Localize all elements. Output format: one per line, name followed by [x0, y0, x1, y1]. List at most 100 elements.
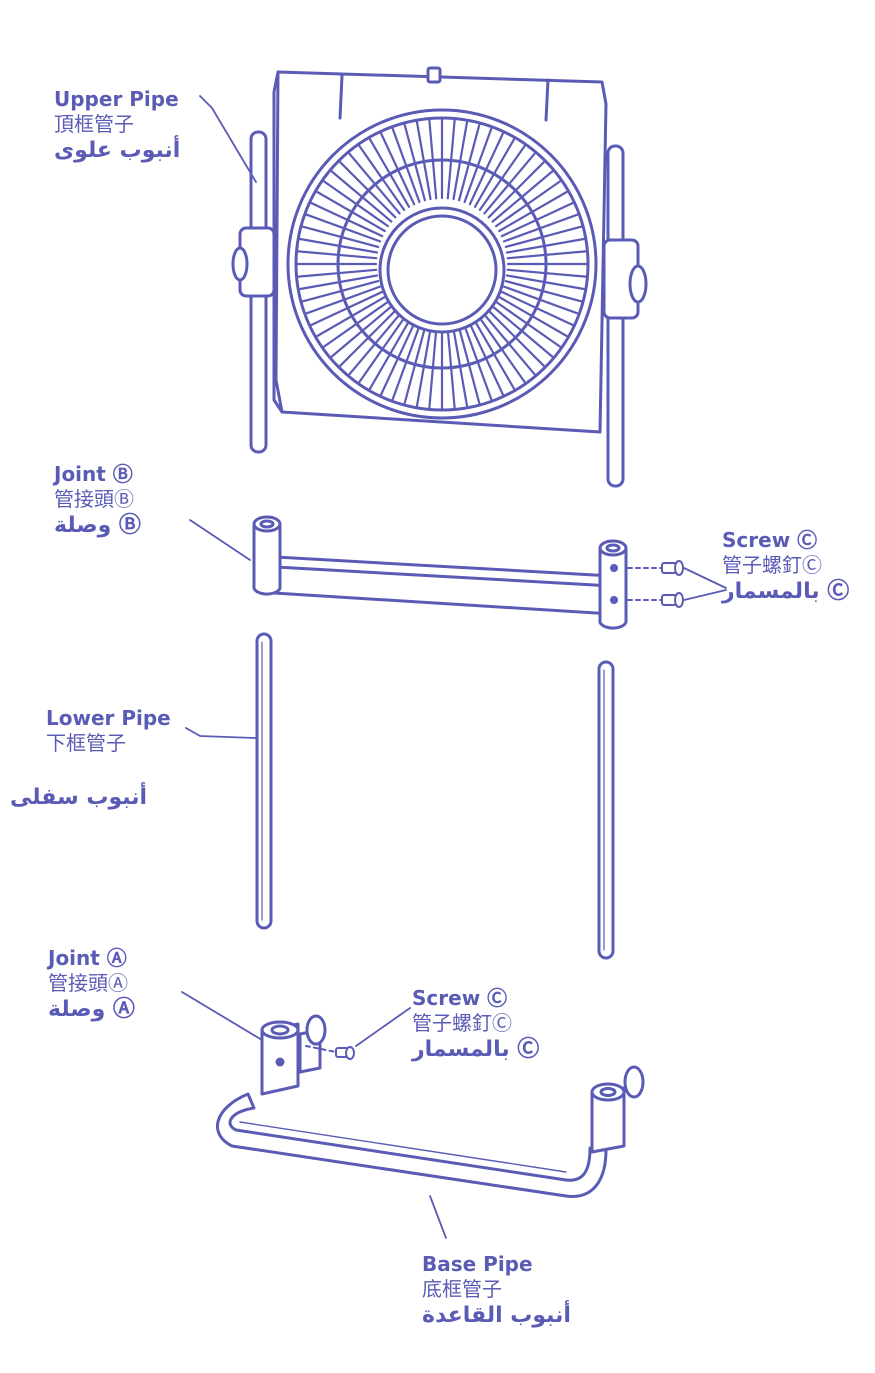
grille-spoke: [495, 300, 562, 348]
grille-spoke: [504, 225, 583, 248]
grille-spoke: [478, 317, 526, 384]
label-upper-pipe: Upper Pipe 頂框管子 أنبوب علوى: [54, 87, 180, 165]
screw-c-top-en: Screw Ⓒ: [722, 528, 818, 552]
grille-spoke: [428, 328, 438, 409]
label-screw-c-top: Screw Ⓒ 管子螺釘Ⓒ Ⓒ بالمسمار: [722, 528, 849, 606]
grille-spoke: [446, 119, 456, 200]
grille-spoke: [330, 170, 393, 223]
joint-b-zh: 管接頭Ⓑ: [54, 487, 134, 511]
lower-pipe-ar: أنبوب سفلى: [10, 785, 148, 810]
grille-spoke: [305, 213, 382, 243]
grille-spoke: [297, 250, 378, 260]
grille-spoke: [297, 268, 378, 278]
grille-spoke: [505, 274, 585, 291]
screw-c-top: [627, 560, 684, 608]
label-lower-pipe-ar: أنبوب سفلى: [10, 784, 147, 812]
label-lower-pipe: Lower Pipe 下框管子: [46, 706, 171, 756]
grille-spoke: [483, 152, 536, 215]
grille-spoke: [446, 328, 456, 409]
base-pipe-ar: أنبوب القاعدة: [422, 1303, 571, 1328]
grille-spoke: [487, 161, 545, 219]
grille-spoke: [473, 138, 516, 208]
grille-spoke: [310, 202, 384, 238]
fan-center-hub: [378, 206, 506, 334]
joint-a-en: Joint Ⓐ: [48, 946, 127, 970]
screw-c-bottom-zh: 管子螺釘Ⓒ: [412, 1011, 512, 1035]
grille-spoke: [339, 309, 397, 367]
grille-spoke: [428, 119, 438, 200]
grille-spoke: [415, 121, 432, 201]
label-joint-b: Joint Ⓑ 管接頭Ⓑ Ⓑ وصلة: [54, 462, 141, 540]
screw-c-bottom: [305, 1045, 355, 1060]
grille-spoke: [463, 127, 493, 204]
grille-spoke: [458, 123, 481, 202]
grille-spoke: [452, 327, 469, 407]
screw-c-top-zh: 管子螺釘Ⓒ: [722, 553, 822, 577]
top-clip: [426, 66, 442, 84]
grille-spoke: [491, 305, 554, 358]
grille-spoke: [415, 327, 432, 407]
grille-spoke: [498, 295, 568, 338]
grille-spoke: [391, 127, 421, 204]
grille-spoke: [452, 121, 469, 201]
grille-spoke: [368, 138, 411, 208]
grille-spoke: [380, 132, 416, 206]
leader-lines: [181, 95, 727, 1239]
grille-spoke: [299, 237, 379, 254]
grille-spoke: [468, 132, 504, 206]
grille-spoke: [316, 295, 386, 338]
grille-spoke: [478, 144, 526, 211]
grille-spoke: [348, 313, 401, 376]
grille-spoke: [498, 190, 568, 233]
joint-a-zh: 管接頭Ⓐ: [48, 971, 128, 995]
joint-b-ar: Ⓑ وصلة: [54, 513, 141, 538]
grille-spoke: [305, 285, 382, 315]
screw-c-top-ar: Ⓒ بالمسمار: [722, 579, 850, 604]
grille-spoke: [322, 300, 389, 348]
screw-c-bottom-en: Screw Ⓒ: [412, 986, 508, 1010]
grille-spoke: [495, 180, 562, 228]
joint-a-ar: Ⓐ وصلة: [48, 997, 135, 1022]
lower-pipe-en: Lower Pipe: [46, 706, 171, 730]
grille-spoke: [473, 320, 516, 390]
grille-spoke: [301, 225, 380, 248]
grille-spoke: [391, 324, 421, 401]
label-base-pipe: Base Pipe 底框管子 أنبوب القاعدة: [422, 1252, 571, 1330]
grille-spoke: [380, 322, 416, 396]
grille-spoke: [483, 313, 536, 376]
grille-spoke: [487, 309, 545, 367]
grille-spoke: [301, 280, 380, 303]
grille-spoke: [358, 317, 406, 384]
grille-spoke: [468, 322, 504, 396]
grille-spoke: [506, 250, 587, 260]
grille-spoke: [330, 305, 393, 358]
grille-spoke: [403, 123, 426, 202]
label-joint-a: Joint Ⓐ 管接頭Ⓐ Ⓐ وصلة: [48, 946, 135, 1024]
joint-b-en: Joint Ⓑ: [54, 462, 133, 486]
screw-c-bottom-ar: Ⓒ بالمسمار: [412, 1037, 540, 1062]
right-knob: [628, 264, 648, 304]
fan-head: [231, 66, 648, 488]
grille-spoke: [502, 213, 579, 243]
grille-spoke: [339, 161, 397, 219]
upper-pipe-ar: أنبوب علوى: [54, 138, 181, 163]
grille-spoke: [358, 144, 406, 211]
grille-spoke: [491, 170, 554, 223]
grille-spoke: [500, 290, 574, 326]
base-pipe: [215, 1014, 645, 1198]
grille-spoke: [310, 290, 384, 326]
grille-spoke: [322, 180, 389, 228]
upper-pipe-zh: 頂框管子: [54, 112, 134, 136]
label-screw-c-bottom: Screw Ⓒ 管子螺釘Ⓒ Ⓒ بالمسمار: [412, 986, 539, 1064]
grille-spoke: [316, 190, 386, 233]
grille-spoke: [463, 324, 493, 401]
grille-spoke: [504, 280, 583, 303]
grille-spoke: [502, 285, 579, 315]
grille-spoke: [348, 152, 401, 215]
grille-spoke: [368, 320, 411, 390]
grille-spoke: [299, 274, 379, 291]
base-pipe-en: Base Pipe: [422, 1252, 533, 1276]
grille-spoke: [506, 268, 587, 278]
grille-spoke: [458, 326, 481, 405]
